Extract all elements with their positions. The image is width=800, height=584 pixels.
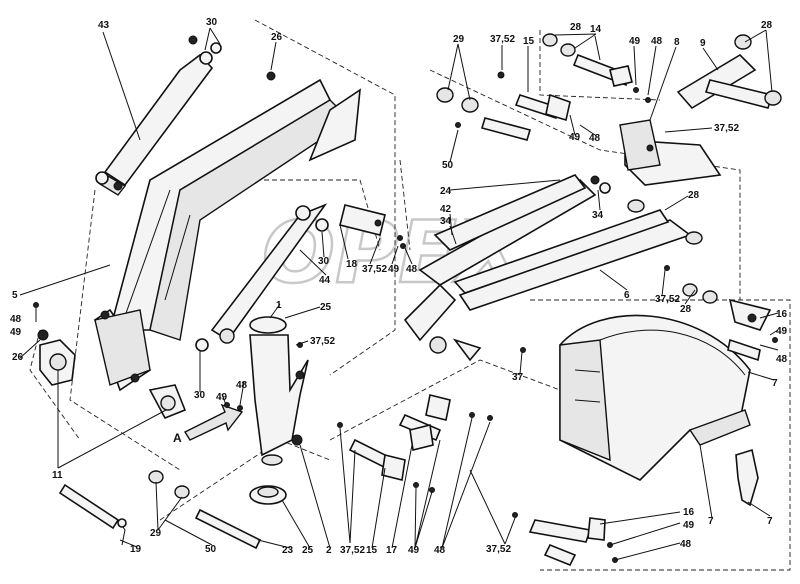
callout-23: 23	[282, 545, 294, 556]
link-arm-6	[453, 199, 703, 311]
callout-42: 42	[440, 204, 452, 215]
callout-37-52: 37,52	[486, 544, 511, 555]
callout-48: 48	[236, 380, 248, 391]
pin-15-top	[436, 87, 571, 141]
pivot-plate-16	[682, 283, 772, 331]
callout-28: 28	[688, 190, 700, 201]
callout-44: 44	[319, 275, 331, 286]
pin-15-bottom	[348, 438, 406, 481]
callout-37-52: 37,52	[362, 264, 387, 275]
direction-arrow-a	[183, 403, 244, 441]
leader-lines	[19, 27, 779, 561]
fastener-markers	[33, 71, 778, 563]
callout-a: A	[173, 431, 182, 445]
callout-49: 49	[629, 36, 641, 47]
bracket-8	[619, 119, 722, 186]
callout-49: 49	[683, 520, 695, 531]
callout-16: 16	[683, 507, 695, 518]
pin-50-bottom	[148, 470, 262, 550]
callout-48: 48	[406, 264, 418, 275]
callout-28: 28	[680, 304, 692, 315]
pin-14	[542, 33, 633, 87]
callout-28: 28	[761, 20, 773, 31]
callout-5: 5	[12, 290, 18, 301]
callout-29: 29	[453, 34, 465, 45]
callout-6: 6	[624, 290, 630, 301]
callout-8: 8	[674, 37, 680, 48]
pin-19	[58, 483, 127, 546]
callout-18: 18	[346, 259, 358, 270]
bucket-tooth-7	[735, 448, 759, 507]
callout-1: 1	[276, 300, 282, 311]
callout-37-52: 37,52	[714, 123, 739, 134]
callout-30: 30	[194, 390, 206, 401]
pin-17	[398, 394, 451, 451]
callout-30: 30	[318, 256, 330, 267]
swing-post-1	[249, 316, 309, 505]
boom-arm-5	[94, 78, 361, 392]
callout-48: 48	[651, 36, 663, 47]
callout-49: 49	[10, 327, 22, 338]
callout-49: 49	[216, 392, 228, 403]
callout-25: 25	[302, 545, 314, 556]
callout-37-52: 37,52	[340, 545, 365, 556]
callout-37: 37	[512, 372, 524, 383]
callout-11: 11	[52, 470, 63, 481]
callout-34: 34	[440, 216, 452, 227]
cross-shaft-9	[676, 34, 782, 110]
callout-15: 15	[366, 545, 378, 556]
callout-43: 43	[98, 20, 110, 31]
callout-48: 48	[680, 539, 692, 550]
callout-26: 26	[12, 352, 24, 363]
callout-37-52: 37,52	[490, 34, 515, 45]
callout-49: 49	[776, 326, 788, 337]
callout-50: 50	[205, 544, 217, 555]
callout-25: 25	[320, 302, 332, 313]
callout-49: 49	[388, 264, 400, 275]
callout-17: 17	[386, 545, 398, 556]
callout-29: 29	[150, 528, 162, 539]
callout-7: 7	[767, 516, 773, 527]
callout-49: 49	[408, 545, 420, 556]
callout-37-52: 37,52	[655, 294, 680, 305]
callout-48: 48	[10, 314, 22, 325]
callout-50: 50	[442, 160, 454, 171]
callout-28: 28	[570, 22, 582, 33]
callout-19: 19	[130, 544, 142, 555]
callout-labels: 43 30 26 29 37,52 15 28 14 49 48 8 9 28 …	[10, 17, 788, 556]
callout-15: 15	[523, 36, 535, 47]
callout-49: 49	[569, 132, 581, 143]
pivot-brackets-11	[39, 339, 187, 420]
callout-37-52: 37,52	[310, 336, 335, 347]
dipper-cylinder-44	[195, 203, 386, 352]
callout-9: 9	[700, 38, 706, 49]
dipper-arm-24	[403, 174, 611, 362]
callout-24: 24	[440, 186, 452, 197]
bucket-7	[559, 314, 761, 481]
callout-48: 48	[589, 133, 601, 144]
callout-30: 30	[206, 17, 218, 28]
pin-16-bottom	[528, 517, 606, 567]
callout-26: 26	[271, 32, 283, 43]
callout-14: 14	[590, 24, 602, 35]
callout-48: 48	[434, 545, 446, 556]
callout-48: 48	[776, 354, 788, 365]
hydraulic-cylinder-43	[95, 35, 222, 196]
callout-2: 2	[326, 545, 332, 556]
callout-7: 7	[772, 378, 778, 389]
callout-34: 34	[592, 210, 604, 221]
callout-16: 16	[776, 309, 788, 320]
callout-7: 7	[708, 516, 714, 527]
